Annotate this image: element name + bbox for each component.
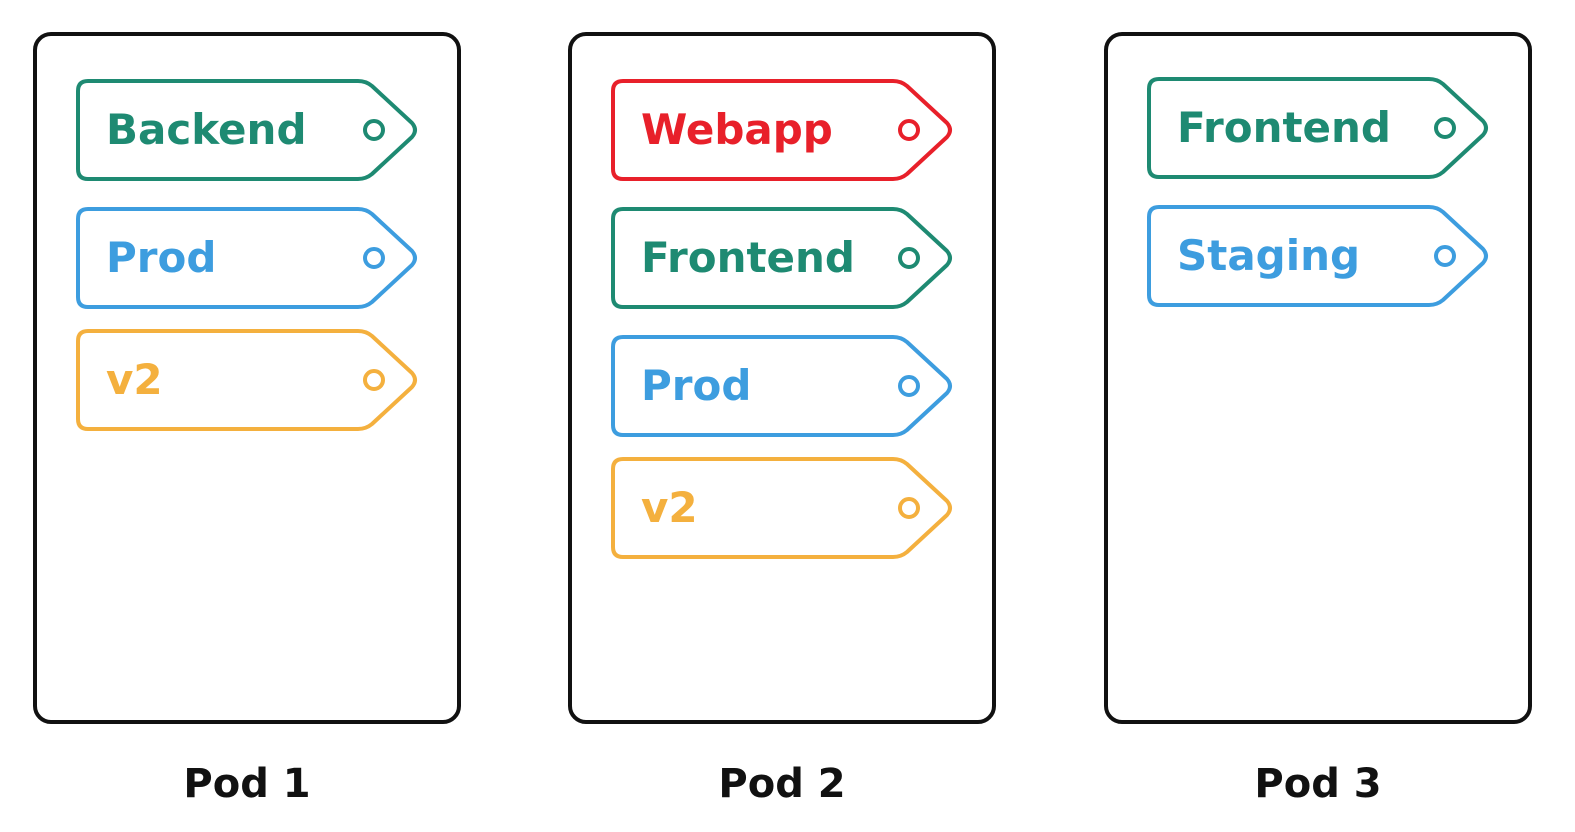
tag-border [611,79,952,181]
tag-border [1147,77,1488,179]
tag-border [76,79,417,181]
label-tag-text: Backend [106,105,307,154]
label-tag: Backend [76,79,421,181]
tag-hole-icon [1434,245,1456,267]
label-tag-text: v2 [641,483,698,532]
label-tag: v2 [76,329,421,431]
tag-border [1147,205,1488,307]
label-tag-text: Prod [641,361,752,410]
label-tag: v2 [611,457,956,559]
pod-3-label: Pod 3 [1254,761,1382,807]
label-tag-text: Webapp [641,105,833,154]
label-tag: Prod [611,335,956,437]
tag-border [76,207,417,309]
tag-hole-icon [898,497,920,519]
tag-border [611,457,952,559]
label-tag: Frontend [611,207,956,309]
tag-hole-icon [1434,117,1456,139]
label-tag: Webapp [611,79,956,181]
pod-2-box [568,32,996,724]
pod-1-box [33,32,461,724]
pod-2-label: Pod 2 [718,761,846,807]
tag-outline [611,207,952,309]
label-tag-text: Staging [1177,231,1361,280]
tag-hole-icon [363,247,385,269]
label-tag-text: Frontend [641,233,855,282]
label-tag: Prod [76,207,421,309]
tag-outline [76,207,417,309]
label-tag-text: Prod [106,233,217,282]
tag-border [76,329,417,431]
label-tag-text: Frontend [1177,103,1391,152]
tag-outline [611,79,952,181]
tag-hole-icon [898,375,920,397]
tag-outline [76,329,417,431]
tag-hole-icon [898,119,920,141]
tag-outline [1147,205,1488,307]
tag-hole-icon [898,247,920,269]
tag-outline [76,79,417,181]
tag-border [611,335,952,437]
label-tag: Staging [1147,205,1492,307]
tag-border [611,207,952,309]
pod-3-box [1104,32,1532,724]
tag-outline [1147,77,1488,179]
tag-hole-icon [363,369,385,391]
label-tag: Frontend [1147,77,1492,179]
pod-1-label: Pod 1 [183,761,311,807]
label-tag-text: v2 [106,355,163,404]
tag-hole-icon [363,119,385,141]
tag-outline [611,457,952,559]
tag-outline [611,335,952,437]
